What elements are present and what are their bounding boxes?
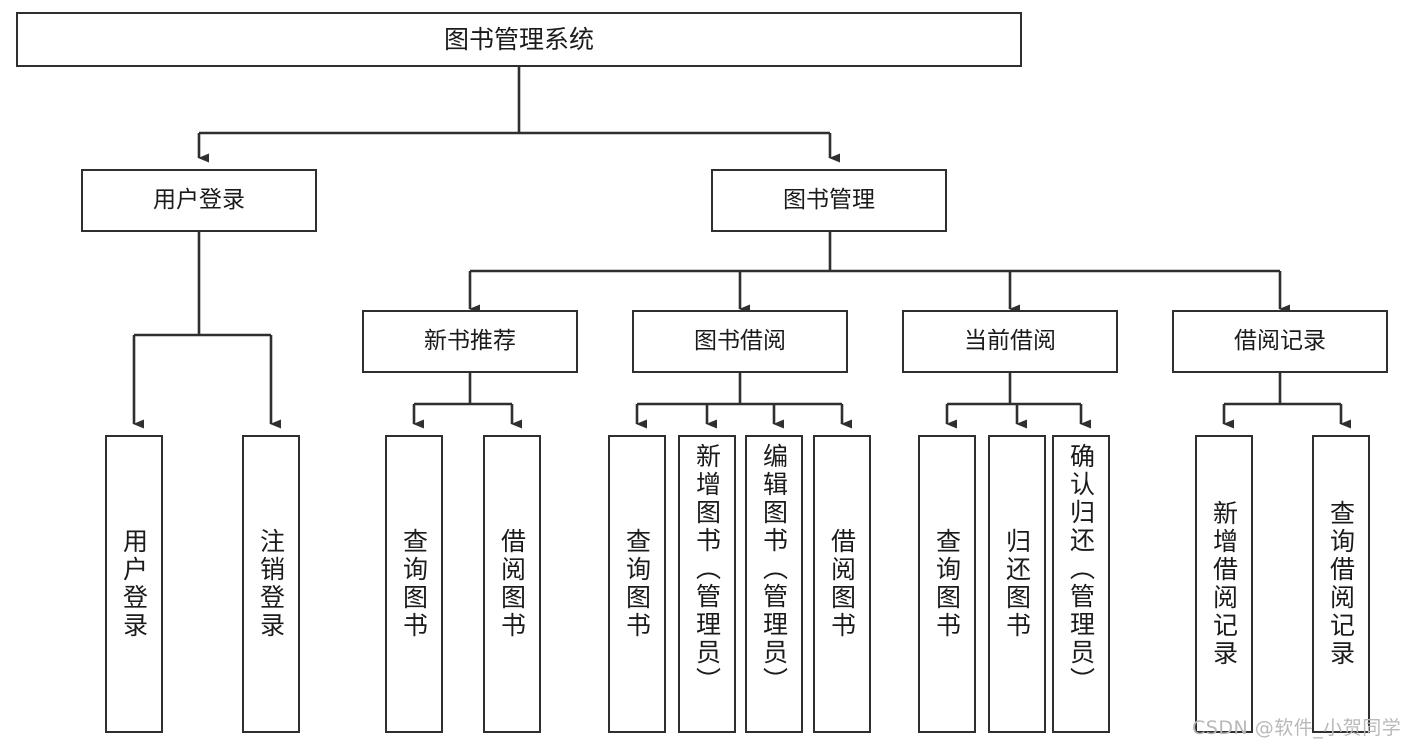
node-label: 借阅记录: [1234, 327, 1326, 354]
node-current-borrow[interactable]: 当前借阅: [902, 310, 1118, 373]
node-label: 注销登录: [256, 528, 286, 640]
node-label: 新增借阅记录: [1209, 500, 1239, 668]
node-leaf-query-book-borrow[interactable]: 查询图书: [608, 435, 666, 733]
node-borrow-record[interactable]: 借阅记录: [1172, 310, 1388, 373]
node-label: 查询图书: [622, 528, 652, 640]
node-label: 当前借阅: [964, 327, 1056, 354]
node-label: 确认归还（管理员）: [1066, 443, 1096, 695]
node-leaf-confirm-return-admin[interactable]: 确认归还（管理员）: [1052, 435, 1110, 733]
node-label: 查询图书: [399, 528, 429, 640]
node-new-book-recommendation[interactable]: 新书推荐: [362, 310, 578, 373]
node-leaf-query-borrow-record[interactable]: 查询借阅记录: [1312, 435, 1370, 733]
node-label: 查询图书: [932, 528, 962, 640]
node-label: 图书管理系统: [443, 24, 594, 54]
node-leaf-return-book[interactable]: 归还图书: [988, 435, 1046, 733]
node-label: 用户登录: [153, 186, 245, 213]
node-leaf-add-borrow-record[interactable]: 新增借阅记录: [1195, 435, 1253, 733]
node-user-login[interactable]: 用户登录: [81, 169, 317, 232]
csdn-watermark: CSDN @软件_小贺同学: [1192, 717, 1402, 739]
node-leaf-logout[interactable]: 注销登录: [242, 435, 300, 733]
node-label: 图书管理: [783, 186, 875, 213]
node-label: 图书借阅: [694, 327, 786, 354]
node-label: 新增图书（管理员）: [692, 443, 722, 695]
node-leaf-edit-book-admin[interactable]: 编辑图书（管理员）: [745, 435, 803, 733]
node-leaf-user-login[interactable]: 用户登录: [105, 435, 163, 733]
node-label: 借阅图书: [497, 528, 527, 640]
node-leaf-borrow-book-borrow[interactable]: 借阅图书: [813, 435, 871, 733]
node-label: 查询借阅记录: [1326, 500, 1356, 668]
node-leaf-query-book-rec[interactable]: 查询图书: [385, 435, 443, 733]
node-leaf-add-book-admin[interactable]: 新增图书（管理员）: [678, 435, 736, 733]
node-label: 借阅图书: [827, 528, 857, 640]
node-label: 新书推荐: [424, 327, 516, 354]
node-label: 归还图书: [1002, 528, 1032, 640]
node-root-book-management-system[interactable]: 图书管理系统: [16, 12, 1022, 67]
node-label: 编辑图书（管理员）: [759, 443, 789, 695]
node-book-manage[interactable]: 图书管理: [711, 169, 947, 232]
node-leaf-borrow-book-rec[interactable]: 借阅图书: [483, 435, 541, 733]
node-leaf-query-book-current[interactable]: 查询图书: [918, 435, 976, 733]
node-label: 用户登录: [119, 528, 149, 640]
node-book-borrow[interactable]: 图书借阅: [632, 310, 848, 373]
